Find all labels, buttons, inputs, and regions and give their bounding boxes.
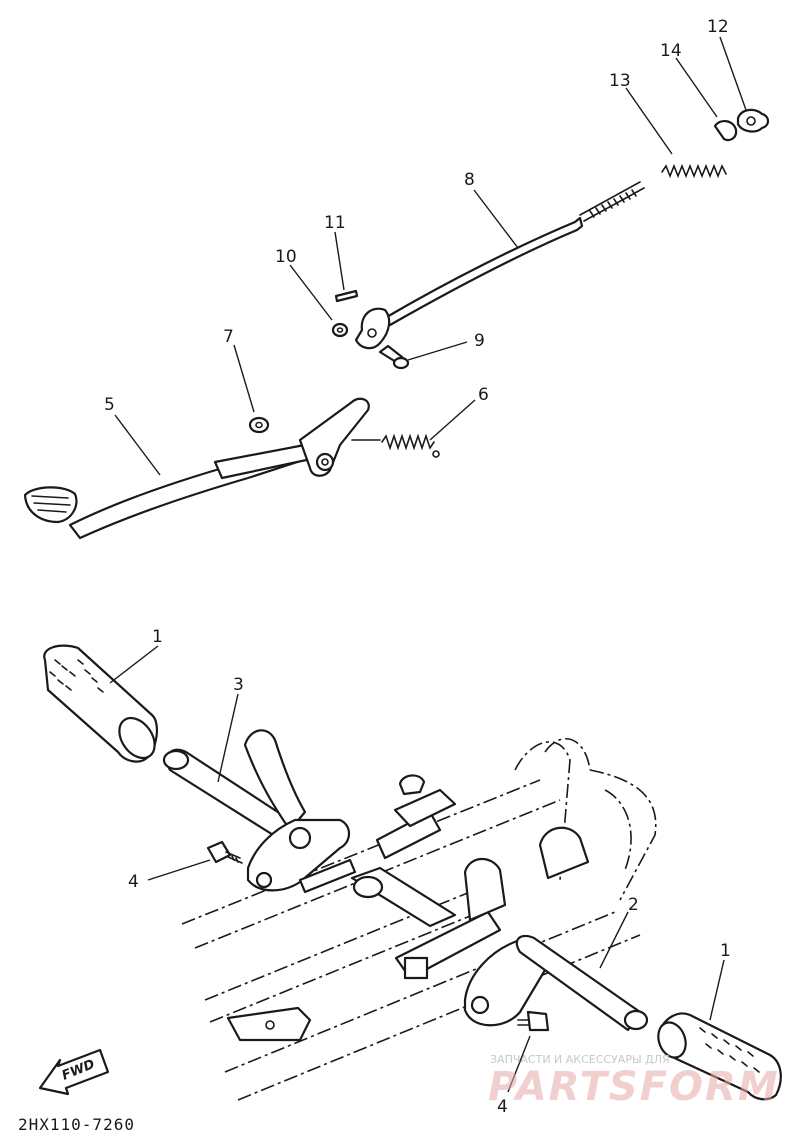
callout-2: 2 <box>628 895 639 915</box>
pin-part-9 <box>378 344 410 370</box>
cotter-pin-part-11 <box>334 289 359 303</box>
brake-pedal-part-5 <box>23 397 370 540</box>
frame-outline-phantom <box>181 737 657 1101</box>
callout-11: 11 <box>324 213 346 233</box>
footrest-bracket-part-3 <box>162 729 357 894</box>
callout-14: 14 <box>660 41 682 61</box>
callout-labels: 1 1 2 3 4 4 5 6 7 8 9 10 11 12 13 14 <box>104 17 731 1117</box>
spring-part-6 <box>351 433 440 458</box>
spring-part-13 <box>661 163 727 179</box>
footrest-rubber-part-1-right <box>657 1012 782 1101</box>
clip-part-14 <box>713 120 738 142</box>
watermark-brand: PARTSFORM <box>488 1064 780 1110</box>
callout-7: 7 <box>223 327 234 347</box>
watermark: ЗАПЧАСТИ И АКСЕССУАРЫ ДЛЯ PARTSFORM <box>488 1053 780 1110</box>
callout-1-left: 1 <box>152 627 163 647</box>
footrest-rubber-part-1-left <box>43 644 158 763</box>
callout-9: 9 <box>474 331 485 351</box>
callout-4-lower: 4 <box>497 1097 508 1117</box>
watermark-tagline: ЗАПЧАСТИ И АКСЕССУАРЫ ДЛЯ <box>490 1053 670 1066</box>
callout-8: 8 <box>464 170 475 190</box>
footrest-bracket-part-2 <box>463 934 649 1032</box>
callout-10: 10 <box>275 247 297 267</box>
callout-1-right: 1 <box>720 941 731 961</box>
callout-6: 6 <box>478 385 489 405</box>
fwd-direction-arrow: FWD <box>38 1048 110 1096</box>
bolt-part-4-lower <box>517 1010 550 1032</box>
callout-4-upper: 4 <box>128 872 139 892</box>
drawing-code: 2HX110-7260 <box>18 1115 135 1134</box>
washer-part-10 <box>331 322 349 338</box>
frame-crossmember <box>226 774 590 1042</box>
bolt-part-4-upper <box>206 840 243 864</box>
callout-13: 13 <box>609 71 631 91</box>
callout-12: 12 <box>707 17 729 37</box>
callout-3: 3 <box>233 675 244 695</box>
adjusting-nut-part-12 <box>736 108 770 133</box>
leader-lines <box>109 36 747 1093</box>
washer-part-7 <box>248 416 270 434</box>
callout-5: 5 <box>104 395 115 415</box>
brake-rod-part-8 <box>354 181 645 350</box>
